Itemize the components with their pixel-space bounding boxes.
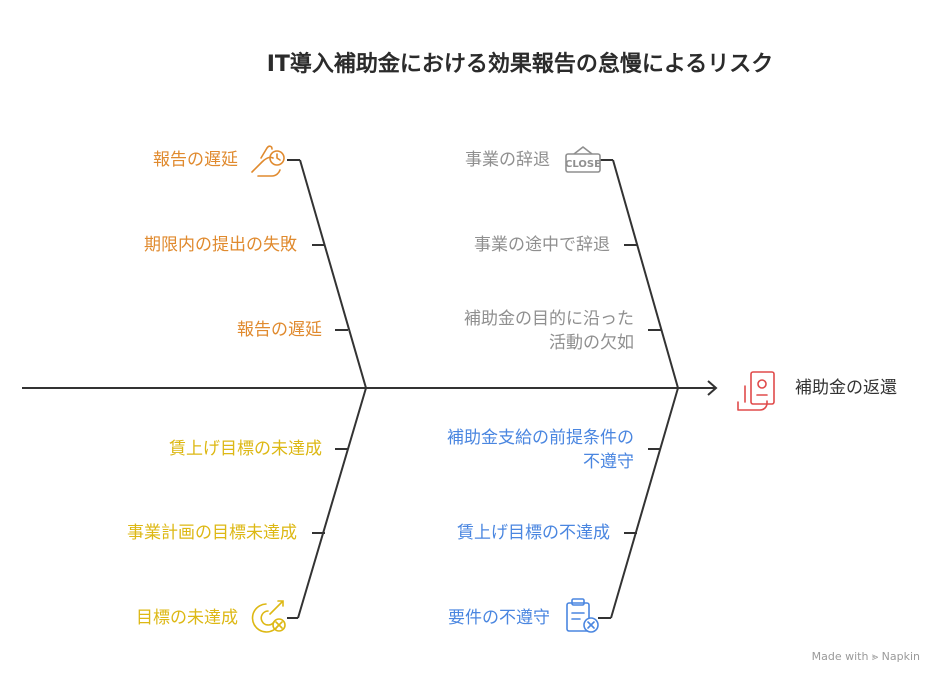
cause-label: 補助金の目的に沿った 活動の欠如 bbox=[464, 309, 634, 353]
diagram-title: IT導入補助金における効果報告の怠慢によるリスク bbox=[266, 52, 774, 77]
cause-label: 事業の途中で辞退 bbox=[474, 235, 610, 255]
hand-clock-icon bbox=[251, 145, 285, 177]
cause-label: 報告の遅延 bbox=[237, 320, 322, 340]
napkin-credit: Made with ⪢ Napkin bbox=[811, 650, 920, 663]
svg-text:CLOSE: CLOSE bbox=[565, 159, 601, 170]
close-sign-icon: CLOSE bbox=[565, 146, 601, 173]
bone-upper-right bbox=[612, 159, 679, 389]
cause-label: 賃上げ目標の不達成 bbox=[457, 523, 610, 543]
cause-label: 報告の遅延 bbox=[153, 150, 238, 170]
cause-label: 期限内の提出の失敗 bbox=[144, 235, 297, 255]
bone-lower-left bbox=[297, 387, 367, 619]
bone-upper-left bbox=[299, 159, 367, 389]
cause-label: 事業の辞退 bbox=[465, 150, 550, 170]
target-miss-icon bbox=[251, 600, 286, 633]
effect-label: 補助金の返還 bbox=[795, 378, 897, 398]
cause-label: 補助金支給の前提条件の 不遵守 bbox=[447, 428, 634, 472]
cause-label: 事業計画の目標未達成 bbox=[127, 523, 297, 543]
cause-label: 目標の未達成 bbox=[136, 608, 238, 628]
clipboard-x-icon bbox=[566, 598, 599, 633]
cause-label: 賃上げ目標の未達成 bbox=[169, 439, 322, 459]
cause-label: 要件の不遵守 bbox=[448, 608, 550, 628]
bone-lower-right bbox=[610, 387, 679, 619]
spine-arrowhead bbox=[707, 380, 718, 396]
money-hand-icon bbox=[737, 371, 775, 411]
